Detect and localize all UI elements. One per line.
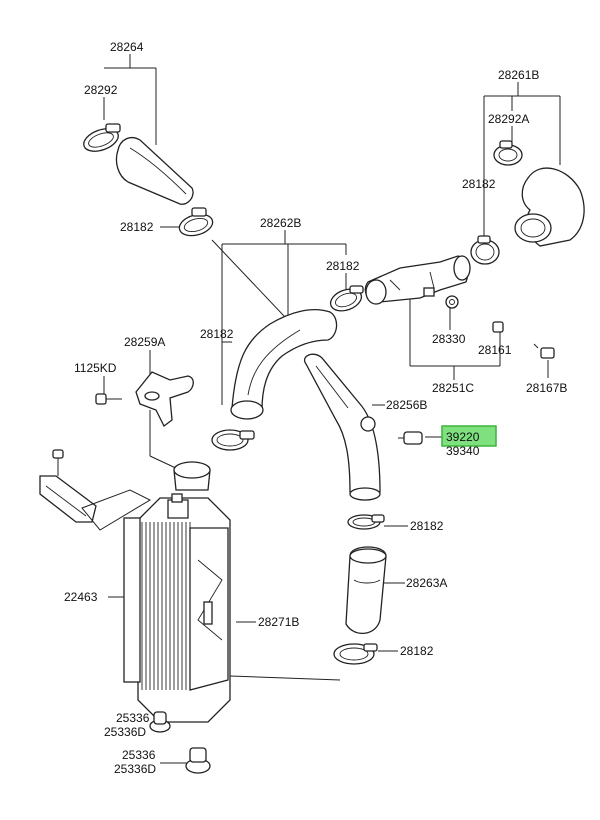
bolt-1125KD bbox=[95, 393, 122, 405]
part-labels: 28264 28292 28182 28262B 28182 28182 282… bbox=[64, 40, 567, 776]
label-28182[interactable]: 28182 bbox=[120, 220, 154, 234]
label-28182[interactable]: 28182 bbox=[200, 327, 234, 341]
label-25336[interactable]: 25336 bbox=[122, 748, 156, 762]
hose-28263A bbox=[345, 546, 387, 634]
label-28256B[interactable]: 28256B bbox=[386, 398, 427, 412]
label-39220[interactable]: 39220 bbox=[446, 430, 480, 444]
bolt-28161 bbox=[492, 321, 504, 333]
label-28261B[interactable]: 28261B bbox=[498, 68, 539, 82]
pipe-28256B bbox=[303, 353, 381, 501]
label-28263A[interactable]: 28263A bbox=[406, 576, 447, 590]
grommet-25336-lower bbox=[185, 747, 211, 774]
clamp-28182-right bbox=[470, 235, 500, 265]
sensor-39220 bbox=[398, 431, 423, 445]
label-25336D[interactable]: 25336D bbox=[104, 725, 146, 739]
hose-28264 bbox=[115, 136, 194, 205]
label-28161[interactable]: 28161 bbox=[478, 343, 512, 357]
label-28259A[interactable]: 28259A bbox=[124, 335, 165, 349]
label-28182[interactable]: 28182 bbox=[462, 177, 496, 191]
label-28262B[interactable]: 28262B bbox=[260, 216, 301, 230]
label-28271B[interactable]: 28271B bbox=[258, 615, 299, 629]
hose-28262B bbox=[230, 309, 338, 420]
bracket-left bbox=[39, 449, 97, 523]
hose-28261B bbox=[514, 167, 585, 247]
label-25336[interactable]: 25336 bbox=[116, 711, 150, 725]
label-28182[interactable]: 28182 bbox=[326, 259, 360, 273]
label-28167B[interactable]: 28167B bbox=[526, 381, 567, 395]
label-28292A[interactable]: 28292A bbox=[488, 112, 529, 126]
bracket-28259A bbox=[135, 371, 194, 427]
nut-28330 bbox=[445, 295, 459, 309]
label-28264[interactable]: 28264 bbox=[110, 40, 144, 54]
bracket-arrow bbox=[81, 489, 152, 531]
label-22463[interactable]: 22463 bbox=[64, 590, 98, 604]
clamp-28182-center bbox=[329, 285, 364, 312]
clamp-28182-mid bbox=[347, 514, 385, 530]
clamp-28292A bbox=[493, 140, 523, 166]
label-28292[interactable]: 28292 bbox=[84, 83, 118, 97]
clamp-28182-lower-left bbox=[211, 429, 255, 451]
intercooler-28271B bbox=[123, 461, 231, 723]
label-28251C[interactable]: 28251C bbox=[432, 381, 474, 395]
label-28182[interactable]: 28182 bbox=[410, 519, 444, 533]
clamp-28182-top-left bbox=[178, 207, 214, 237]
leader-lines bbox=[103, 54, 561, 764]
highlight-39220 bbox=[441, 425, 497, 447]
pipe-28251C bbox=[364, 255, 471, 305]
clamp-28182-low bbox=[333, 643, 378, 665]
label-28182[interactable]: 28182 bbox=[400, 644, 434, 658]
label-28330[interactable]: 28330 bbox=[432, 332, 466, 346]
grommet-25336-upper bbox=[149, 711, 171, 733]
clamp-28292 bbox=[83, 123, 121, 152]
label-25336D[interactable]: 25336D bbox=[114, 762, 156, 776]
label-1125KD[interactable]: 1125KD bbox=[74, 361, 117, 375]
label-39340[interactable]: 39340 bbox=[446, 444, 480, 458]
bolt-28167B bbox=[533, 343, 555, 359]
